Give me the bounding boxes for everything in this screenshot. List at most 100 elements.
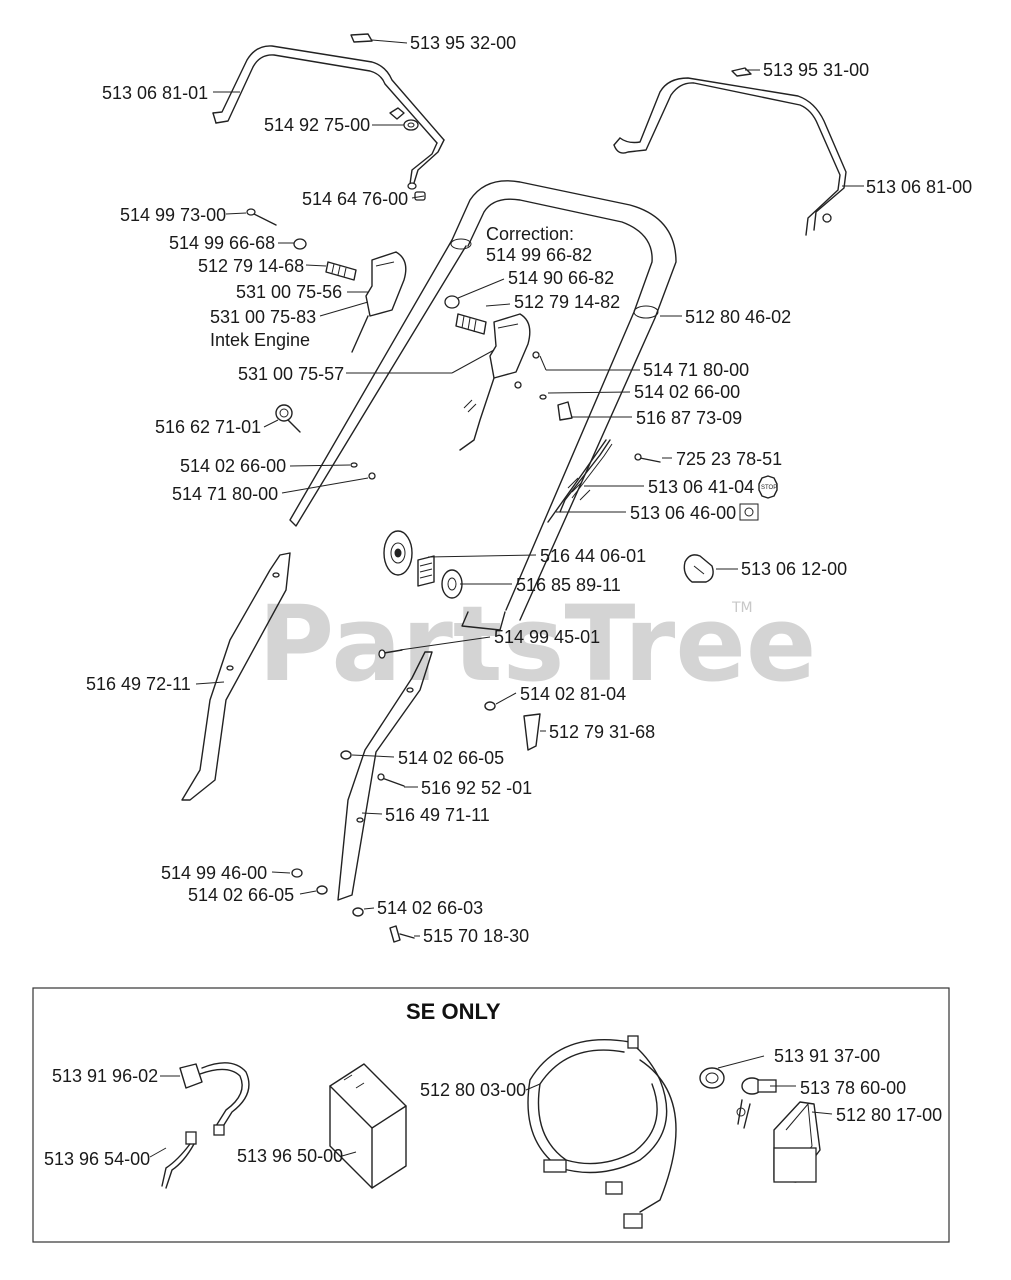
part-label: 512 79 14-68 bbox=[198, 256, 304, 276]
part-label: 513 78 60-00 bbox=[800, 1078, 906, 1098]
eyebolt-516-62-71-01 bbox=[275, 404, 301, 433]
cable-513-06-41-04 bbox=[559, 439, 613, 513]
part-label: 514 92 75-00 bbox=[264, 115, 370, 135]
nut-514-90-66-82 bbox=[444, 295, 460, 309]
part-label: 513 96 54-00 bbox=[44, 1149, 150, 1169]
part-label: 515 70 18-30 bbox=[423, 926, 529, 946]
part-label: 516 49 71-11 bbox=[385, 805, 490, 825]
part-label: 513 06 81-01 bbox=[102, 83, 208, 103]
part-label: 514 99 73-00 bbox=[120, 205, 226, 225]
washer-514-02-66-00-b bbox=[350, 462, 358, 468]
knob-bolt-515-70-18-30 bbox=[389, 925, 415, 943]
correction-part: 514 99 66-82 bbox=[486, 245, 592, 265]
intek-note: Intek Engine bbox=[210, 330, 310, 350]
bushing-514-92-75 bbox=[389, 107, 419, 131]
nut-514-99-46-00 bbox=[291, 868, 303, 878]
cable-513-06-46-00 bbox=[547, 439, 607, 523]
part-label: 516 44 06-01 bbox=[540, 546, 646, 566]
throttle-531-00-75-56 bbox=[351, 251, 407, 353]
nut-514-99-66-68 bbox=[293, 238, 307, 250]
washer-514-02-66-03 bbox=[352, 907, 364, 917]
washer-514-02-81-04 bbox=[484, 701, 496, 711]
part-label: 514 99 46-00 bbox=[161, 863, 267, 883]
throttle-531-00-75-57 bbox=[459, 313, 531, 451]
spring-512-79-14-68 bbox=[325, 261, 357, 281]
part-label: 512 79 31-68 bbox=[549, 722, 655, 742]
clamp-513-06-12-00 bbox=[683, 554, 714, 583]
part-label: 516 49 72-11 bbox=[86, 674, 191, 694]
spring-512-79-14-82 bbox=[455, 313, 487, 335]
part-label: 512 80 17-00 bbox=[836, 1105, 942, 1125]
part-label: 514 71 80-00 bbox=[643, 360, 749, 380]
stop-symbol-label: STOP bbox=[761, 485, 777, 491]
harness-513-96-54-00 bbox=[161, 1131, 197, 1189]
part-label: 513 91 37-00 bbox=[774, 1046, 880, 1066]
bail-handle-right bbox=[613, 77, 847, 236]
part-label: 514 99 66-68 bbox=[169, 233, 275, 253]
bolt-725-23-78-51 bbox=[634, 453, 661, 463]
part-label: 514 02 66-00 bbox=[634, 382, 740, 402]
part-labels: 513 95 32-00 513 06 81-01 514 92 75-00 5… bbox=[86, 33, 972, 946]
stop-symbol: STOP bbox=[758, 475, 778, 499]
bolt-514-99-45-01 bbox=[378, 649, 403, 659]
part-label: 514 02 66-03 bbox=[377, 898, 483, 918]
clip-516-87-73-09 bbox=[557, 401, 573, 421]
part-label: 514 90 66-82 bbox=[508, 268, 614, 288]
washer-514-02-66-05-b bbox=[316, 885, 328, 895]
harness-513-91-96-02 bbox=[179, 1062, 250, 1136]
lower-handle-left bbox=[181, 552, 291, 801]
part-label: 513 91 96-02 bbox=[52, 1066, 158, 1086]
part-label: 531 00 75-56 bbox=[236, 282, 342, 302]
harness-512-80-03-00 bbox=[527, 1035, 677, 1229]
part-label: 531 00 75-83 bbox=[210, 307, 316, 327]
bolt-516-92-52-01 bbox=[377, 773, 405, 787]
clip-512-79-31-68 bbox=[523, 713, 541, 751]
battery-513-96-50-00 bbox=[329, 1063, 407, 1189]
nuts-514-71-80-00 bbox=[514, 351, 540, 389]
part-label: 512 80 03-00 bbox=[420, 1080, 526, 1100]
washer-514-02-66-05 bbox=[340, 750, 352, 760]
part-label: 513 06 41-04 bbox=[648, 477, 754, 497]
cover-512-80-17-00 bbox=[773, 1101, 821, 1183]
watermark-tm: TM bbox=[731, 600, 753, 616]
part-label: 514 02 66-05 bbox=[188, 885, 294, 905]
part-label: 516 85 89-11 bbox=[516, 575, 621, 595]
nut-514-71-80-00-b bbox=[368, 472, 376, 480]
knob-516-44-06-01 bbox=[383, 530, 413, 576]
part-label: 513 06 46-00 bbox=[630, 503, 736, 523]
lower-handle-right bbox=[337, 651, 433, 901]
part-label: 514 71 80-00 bbox=[172, 484, 278, 504]
decal-513-95-31 bbox=[731, 67, 752, 77]
part-label: 513 06 81-00 bbox=[866, 177, 972, 197]
part-label: 514 02 66-05 bbox=[398, 748, 504, 768]
cap-514-64-76 bbox=[414, 191, 426, 201]
part-label: 513 95 32-00 bbox=[410, 33, 516, 53]
part-label: 512 79 14-82 bbox=[514, 292, 620, 312]
decal-513-95-32 bbox=[350, 33, 373, 43]
bolt-514-99-73 bbox=[246, 208, 277, 226]
se-only-box: SE ONLY bbox=[32, 987, 950, 1243]
se-only-title: SE ONLY bbox=[406, 999, 501, 1024]
part-label: 514 02 81-04 bbox=[520, 684, 626, 704]
part-label: 531 00 75-57 bbox=[238, 364, 344, 384]
part-label: 725 23 78-51 bbox=[676, 449, 782, 469]
part-label: 514 02 66-00 bbox=[180, 456, 286, 476]
nut-513-91-37-00 bbox=[699, 1067, 725, 1089]
bail-handle-left bbox=[212, 45, 445, 190]
part-label: 516 87 73-09 bbox=[636, 408, 742, 428]
part-label: 514 64 76-00 bbox=[302, 189, 408, 209]
part-label: 514 99 45-01 bbox=[494, 627, 600, 647]
washer-514-02-66-00 bbox=[539, 394, 547, 400]
part-label: 512 80 46-02 bbox=[685, 307, 791, 327]
part-label: 513 96 50-00 bbox=[237, 1146, 343, 1166]
part-label: 513 95 31-00 bbox=[763, 60, 869, 80]
upper-handle bbox=[289, 180, 677, 631]
watermark: PartsTree bbox=[258, 583, 816, 705]
part-label: 513 06 12-00 bbox=[741, 559, 847, 579]
part-label: 516 62 71-01 bbox=[155, 417, 261, 437]
part-label: 516 92 52 -01 bbox=[421, 778, 532, 798]
leader-lines bbox=[195, 39, 864, 937]
correction-title: Correction: bbox=[486, 224, 574, 244]
drive-symbol bbox=[739, 503, 759, 521]
